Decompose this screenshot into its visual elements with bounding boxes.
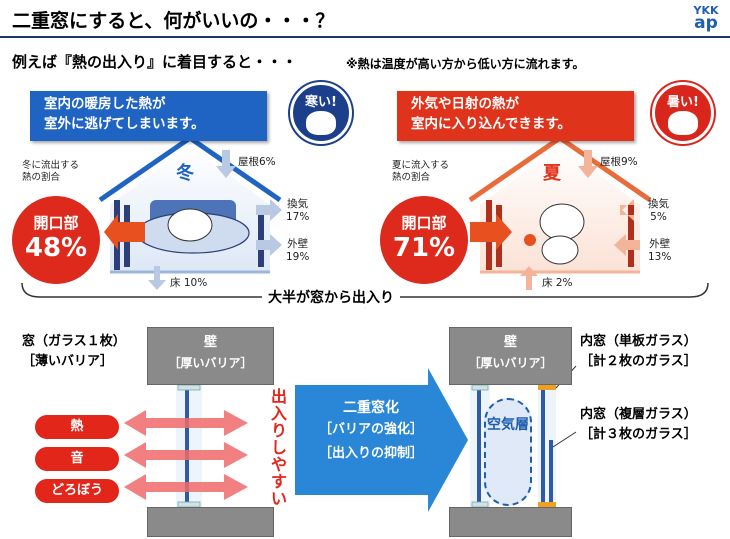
summer-opening-circle: 開口部 71% [380,196,468,284]
summer-opening-label: 開口部 [401,214,447,232]
summer-flow-caption: 夏に流入する 熱の割合 [392,160,449,184]
summer-banner-line1: 外気や日射の熱が [411,96,519,112]
heat-flow-arrows [124,410,248,500]
floor-block-right [449,507,572,537]
winter-opening-label: 開口部 [33,214,79,232]
summary-label: 大半が窓から出入り [262,287,400,307]
winter-banner-line2: 室外に逃げてしまいます。 [44,116,205,132]
single-window-label: 窓（ガラス１枚） ［薄いバリア］ [22,332,126,372]
wall-title: 壁 [203,335,217,350]
summer-vent-value: 5% [650,211,667,223]
sound-pill: 音 [35,447,119,471]
winter-house [98,134,282,290]
winter-flow-caption-line2: 熱の割合 [22,172,61,183]
summer-vent: 換気 5% [648,198,669,224]
cold-badge: 寒い! [290,82,352,144]
summer-floor-value: 床 2% [542,277,573,289]
cold-badge-text: 寒い! [305,95,337,110]
summer-wall-label: 外壁 [649,238,671,250]
arrow-line3: ［出入りの抑制］ [318,446,423,461]
inner-multi-label-line1: 内窓（複層ガラス） [580,407,697,422]
summer-wall: 外壁 13% [648,238,671,264]
summer-roof-value: 屋根9% [600,156,638,168]
wall-block-right: 壁 ［厚いバリア］ [449,327,572,385]
summer-opening-value: 71% [392,233,456,263]
winter-floor-value: 床 10% [170,277,208,289]
summer-vent-label: 換気 [648,198,669,210]
summer-flow-caption-line1: 夏に流入する [392,160,450,171]
hot-badge-text: 暑い! [667,95,699,110]
wall-block-left: 壁 ［厚いバリア］ [147,327,274,385]
summer-banner-line2: 室内に入り込んできます。 [411,116,571,132]
winter-wall-label: 外壁 [287,238,309,250]
big-arrow-shape [295,368,468,512]
winter-opening-circle: 開口部 48% [12,196,100,284]
winter-wall-value: 19% [286,251,310,263]
winter-flow-caption: 冬に流出する 熱の割合 [22,160,79,184]
winter-opening-value: 48% [24,233,88,263]
inner-multi-label-line2: ［計３枚のガラス］ [580,427,697,442]
note-text: ※熱は温度が高い方から低い方に流れます。 [346,57,585,71]
winter-season-label: 冬 [176,163,194,184]
logo-text-bottom: ap [694,13,718,33]
winter-vent: 換気 17% [286,198,309,224]
inner-multi-label: 内窓（複層ガラス） ［計３枚のガラス］ [580,405,697,445]
subheading: 例えば『熱の出入り』に着目すると・・・ [12,53,298,71]
wall-title: 壁 [503,335,517,350]
single-window-label-line2: ［薄いバリア］ [22,354,114,369]
logo-text-top: YKK [693,4,719,17]
double-glazing-arrow-text: 二重窓化 ［バリアの強化］ ［出入りの抑制］ [301,398,441,466]
floor-block-left [147,507,274,537]
wall-subtitle: ［厚いバリア］ [468,356,553,370]
page-title: 二重窓にすると、何がいいの・・・？ [12,10,335,32]
inner-single-label: 内窓（単板ガラス） ［計２枚のガラス］ [580,332,697,372]
title-bar [0,0,730,38]
burglar-pill: どろぼう [35,479,119,503]
winter-flow-caption-line1: 冬に流出する [22,160,80,171]
single-window-label-line1: 窓（ガラス１枚） [22,334,126,349]
summer-banner: 外気や日射の熱が 室内に入り込んできます。 [397,91,634,141]
summer-season-label: 夏 [543,163,561,184]
inner-single-label-line1: 内窓（単板ガラス） [580,334,697,349]
arrow-line2: ［バリアの強化］ [318,422,423,437]
air-layer-label: 空気層 [484,398,532,506]
hot-badge: 暑い! [652,82,714,144]
summer-flow-caption-line2: 熱の割合 [392,172,431,183]
winter-wall: 外壁 19% [286,238,309,264]
cat-face-icon [668,111,698,135]
winter-banner-line1: 室内の暖房した熱が [44,96,166,112]
brand-logo: YKK ap [686,4,726,34]
wall-subtitle: ［厚いバリア］ [168,356,253,370]
winter-banner: 室内の暖房した熱が 室外に逃げてしまいます。 [30,91,267,141]
winter-vent-value: 17% [286,211,310,223]
winter-vent-label: 換気 [287,198,309,210]
easy-passage-vertical-text: 出入りしやすい [270,387,287,508]
cat-face-icon [306,111,336,135]
arrow-line1: 二重窓化 [343,400,399,416]
inner-single-label-line2: ［計２枚のガラス］ [580,354,697,369]
winter-roof-value: 屋根6% [238,156,276,168]
heat-pill: 熱 [35,415,119,439]
summer-wall-value: 13% [648,251,672,263]
